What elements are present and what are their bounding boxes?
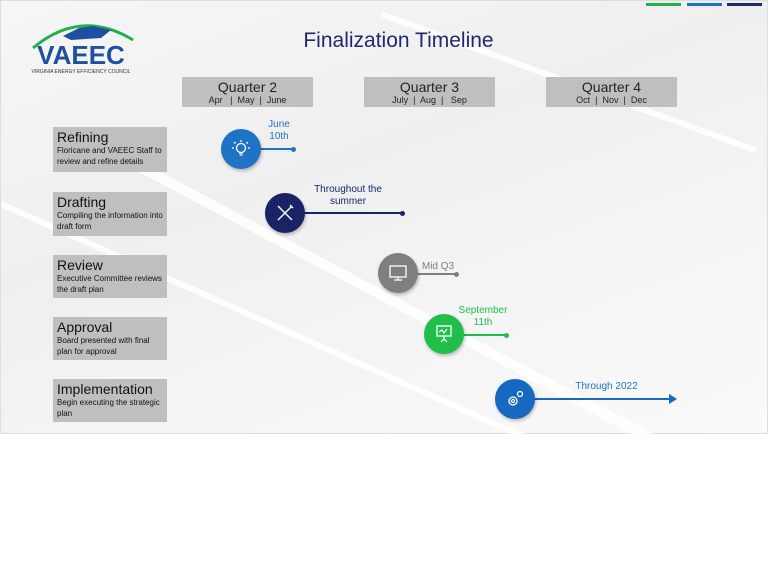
arrowhead-icon <box>669 394 677 404</box>
step-heading: Refining <box>57 129 109 145</box>
accent-bar-blue <box>687 3 722 6</box>
milestone-dot <box>291 146 296 152</box>
step-refining: Refining Floricane and VAEEC Staff to re… <box>53 127 167 172</box>
milestone-line <box>301 212 402 214</box>
monitor-icon <box>378 253 418 293</box>
quarter-4-header: Quarter 4 Oct | Nov | Dec <box>546 77 677 107</box>
step-description: Begin executing the strategic plan <box>57 398 160 418</box>
quarter-3-header: Quarter 3 July | Aug | Sep <box>364 77 495 107</box>
milestone-line <box>460 334 506 336</box>
quarter-label: Quarter 4 <box>581 79 642 95</box>
milestone-dot <box>454 271 459 277</box>
svg-text:VAEEC: VAEEC <box>37 40 125 70</box>
quarter-months: July | Aug | Sep <box>392 95 467 105</box>
step-heading: Drafting <box>57 194 107 210</box>
gears-icon <box>495 379 535 419</box>
accent-bar-navy <box>727 3 762 6</box>
milestone-label: June 10th <box>268 119 290 142</box>
step-heading: Implementation <box>57 381 153 397</box>
step-review: Review Executive Committee reviews the d… <box>53 255 167 298</box>
milestone-line <box>257 148 293 150</box>
step-heading: Review <box>57 257 103 273</box>
step-description: Board presented with final plan for appr… <box>57 336 150 356</box>
step-description: Floricane and VAEEC Staff to review and … <box>57 146 162 166</box>
quarter-months: Oct | Nov | Dec <box>576 95 647 105</box>
page-title: Finalization Timeline <box>303 29 494 52</box>
quarter-2-header: Quarter 2 Apr | May | June <box>182 77 313 107</box>
step-description: Compiling the information into draft for… <box>57 211 163 231</box>
vaeec-logo: VAEEC VIRGINIA ENERGY EFFICIENCY COUNCIL <box>21 16 141 76</box>
milestone-line <box>414 273 456 275</box>
milestone-dot <box>400 210 405 216</box>
presentation-chart-icon <box>424 314 464 354</box>
lightbulb-icon <box>221 129 261 169</box>
milestone-label: September 11th <box>458 305 508 328</box>
milestone-dot <box>504 332 509 338</box>
step-drafting: Drafting Compiling the information into … <box>53 192 167 236</box>
step-description: Executive Committee reviews the draft pl… <box>57 274 162 294</box>
milestone-label: Mid Q3 <box>421 261 455 272</box>
milestone-label: Throughout the summer <box>314 184 382 207</box>
step-heading: Approval <box>57 319 113 335</box>
milestone-arrow <box>531 398 671 400</box>
milestone-label: Through 2022 <box>575 381 638 392</box>
quarter-label: Quarter 2 <box>217 79 278 95</box>
pen-tools-icon <box>265 193 305 233</box>
quarter-months: Apr | May | June <box>208 95 287 105</box>
accent-bar-green <box>646 3 681 6</box>
slide: VAEEC VIRGINIA ENERGY EFFICIENCY COUNCIL… <box>0 0 768 434</box>
step-approval: Approval Board presented with final plan… <box>53 317 167 360</box>
svg-text:VIRGINIA ENERGY EFFICIENCY COU: VIRGINIA ENERGY EFFICIENCY COUNCIL <box>31 69 130 75</box>
step-implementation: Implementation Begin executing the strat… <box>53 379 167 422</box>
quarter-label: Quarter 3 <box>399 79 460 95</box>
